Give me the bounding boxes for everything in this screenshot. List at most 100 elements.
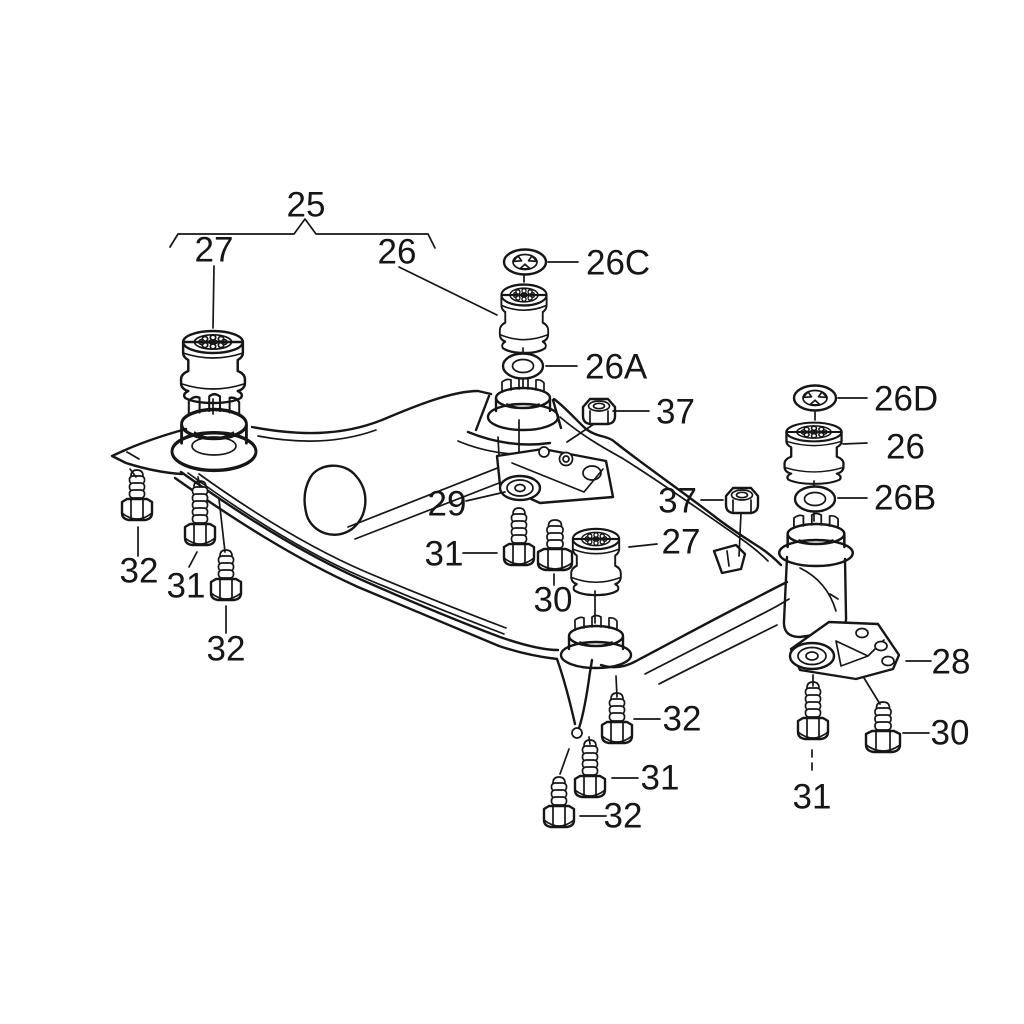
label-26-right: 26 (886, 428, 925, 467)
label-29: 29 (428, 485, 467, 524)
plate-dome-bolt (558, 451, 574, 467)
bolt-30-center (536, 518, 574, 572)
leader-26-top (398, 266, 498, 316)
crossband-upper (466, 430, 552, 446)
mount-plate-29-assembly (495, 419, 615, 505)
callout-labels: 25 27 26 26C 26A 37 26D 26 26B 37 29 31 … (120, 186, 971, 836)
leader-32-left-outer (129, 468, 139, 557)
rear-arm-top (599, 580, 789, 669)
leader-31-left-mid (188, 476, 201, 568)
bracket-hole (855, 627, 869, 639)
label-28: 28 (932, 643, 971, 682)
leader-32-rear-lower (559, 748, 607, 817)
label-31-left-mid: 31 (167, 567, 206, 606)
label-32-left-outer: 32 (120, 552, 159, 591)
leader-37-right (700, 499, 742, 557)
kidney-cutout (303, 464, 367, 536)
group-25-bracket (169, 218, 436, 249)
sweep-inner-2 (198, 473, 507, 629)
sweep-inner-1 (187, 472, 505, 635)
plate-grommet-mid (506, 479, 534, 497)
bushing-27-rear-center (570, 527, 622, 597)
leader-29 (465, 491, 506, 502)
label-26b: 26B (874, 479, 936, 518)
leader-31-rear-mid (588, 736, 639, 779)
bolt-32-left-outer (120, 468, 154, 522)
left-flange-top (121, 427, 188, 453)
bushing-26-front-center (498, 283, 550, 355)
sweep-bottom (173, 476, 559, 661)
leader-26c (523, 261, 579, 283)
plate-dome-bolt-inner (562, 455, 570, 463)
flat-washer-26a (501, 352, 545, 380)
leader-26-right (842, 442, 868, 445)
top-edge-inner (257, 429, 377, 442)
bushing-27-front-left (179, 329, 247, 405)
left-ring-hole (191, 436, 237, 456)
plate-hole (582, 465, 602, 481)
leader-lines (129, 218, 932, 817)
label-31-rear-mid: 31 (641, 759, 680, 798)
bracket-grommet-inner (805, 651, 819, 661)
lock-washer-26d (792, 384, 838, 412)
leader-26a (522, 347, 578, 388)
label-25: 25 (287, 186, 326, 225)
label-31-center: 31 (425, 535, 464, 574)
bolt-31-rear-mid (573, 738, 607, 799)
bolt-32-left-inner (209, 548, 243, 602)
right-mount-inner (799, 567, 839, 612)
leader-26d (814, 397, 868, 421)
bracket-hole (874, 640, 888, 652)
leader-37-center (566, 410, 650, 443)
v-tip-hook (571, 727, 583, 739)
bolt-32-rear-lower (542, 775, 576, 829)
left-flange-notch (126, 451, 140, 460)
plate-small-hole (538, 446, 550, 458)
label-32-rear-upper: 32 (663, 700, 702, 739)
rear-arm-bottom (658, 624, 778, 685)
rear-arm-mid (644, 598, 790, 675)
bolt-31-left-mid (183, 479, 217, 547)
leader-30-bracket (863, 677, 930, 734)
bolt-31-bracket (796, 680, 830, 741)
label-37-right: 37 (658, 482, 697, 521)
nut-flange-tab (712, 543, 747, 575)
right-mount-cup (777, 512, 855, 568)
flat-washer-26b (793, 485, 837, 513)
label-32-left-inner: 32 (207, 630, 246, 669)
bushing-26-right (783, 421, 845, 485)
label-37-center: 37 (656, 393, 695, 432)
bracket-hole (881, 655, 895, 667)
nut-flange-notch (726, 550, 730, 567)
rear-mount-ring (559, 614, 633, 670)
leader-27-rear (594, 543, 658, 624)
v-right-edge (577, 658, 594, 730)
label-30-center: 30 (534, 581, 573, 620)
bolt-32-rear-upper (600, 691, 634, 745)
left-mount-ring (170, 392, 258, 473)
hex-nut-37-right (724, 486, 760, 515)
plate-grommet-inner (514, 483, 526, 493)
label-32-rear-lower: 32 (604, 797, 643, 836)
leader-32-rear-upper (615, 675, 661, 720)
label-30-bracket: 30 (931, 714, 970, 753)
lock-washer-26c (502, 248, 548, 276)
top-edge (250, 389, 493, 435)
label-27-front-left: 27 (195, 231, 234, 270)
label-26a: 26A (585, 348, 648, 387)
bolt-30-bracket (864, 700, 902, 754)
bracket-grommet-outer (788, 641, 836, 671)
leader-27-top (212, 265, 215, 415)
bracket-grommet-mid (797, 646, 827, 666)
label-26-front-center: 26 (378, 233, 417, 272)
v-left-edge (555, 657, 577, 726)
label-27-rear: 27 (662, 523, 701, 562)
label-26c: 26C (586, 244, 650, 283)
label-31-bracket: 31 (793, 778, 832, 817)
leader-26b (813, 480, 868, 522)
leader-32-left-inner (218, 498, 227, 634)
bolt-31-center (502, 506, 536, 567)
right-upper-arm-inner (559, 416, 769, 562)
hex-nut-37-center (581, 397, 617, 426)
